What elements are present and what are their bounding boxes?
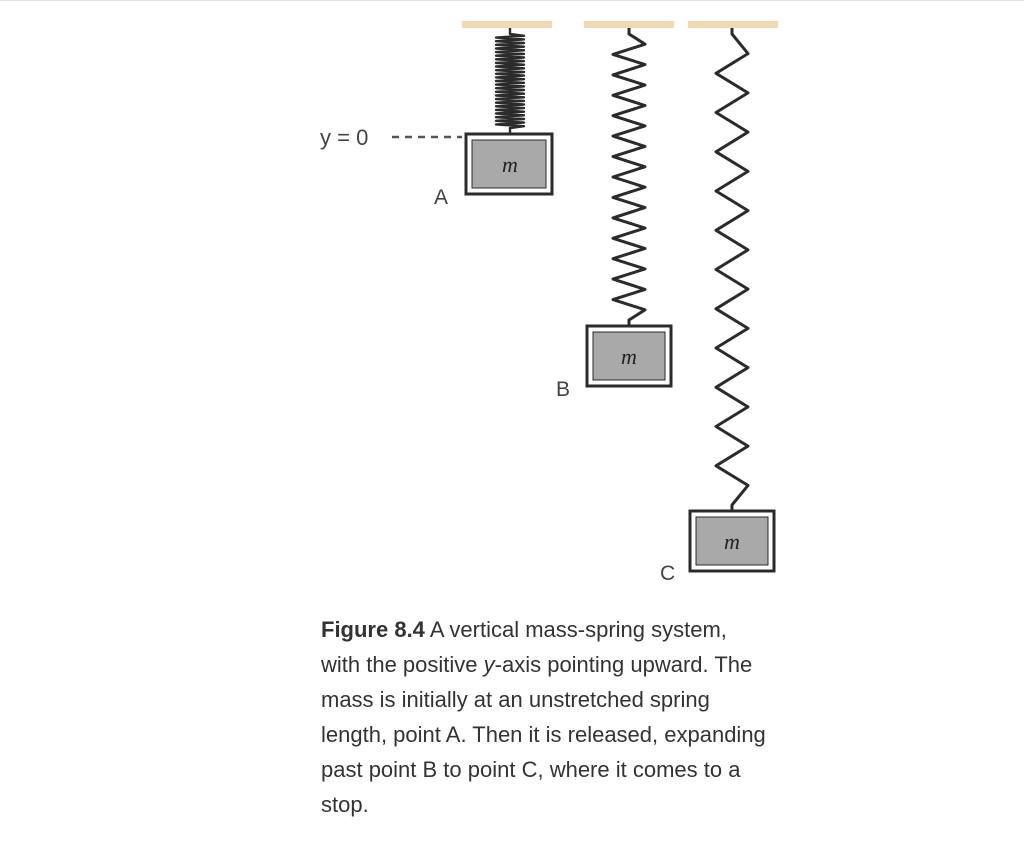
- spring-c: [714, 28, 750, 511]
- caption-axis-symbol: y: [483, 652, 495, 677]
- mass-block-b: m: [585, 324, 673, 388]
- ceiling-a: [462, 21, 552, 28]
- mass-spring-diagram: m m m y = 0 A B C: [320, 21, 778, 585]
- point-label-c: C: [660, 562, 675, 585]
- caption-text-1: A vertical mass-spring system, with the …: [321, 617, 727, 677]
- top-divider: [0, 0, 1024, 1]
- point-label-a: A: [434, 186, 448, 209]
- mass-block-c: m: [688, 509, 776, 573]
- mass-label-a: m: [502, 152, 518, 177]
- caption-text-2: -axis pointing upward. The mass is initi…: [321, 652, 766, 817]
- ceiling-b: [584, 21, 674, 28]
- point-label-b: B: [556, 378, 570, 401]
- mass-label-c: m: [724, 529, 740, 554]
- figure-label: Figure 8.4: [321, 617, 425, 642]
- mass-label-b: m: [621, 344, 637, 369]
- y-zero-label: y = 0: [320, 125, 368, 150]
- spring-b: [611, 28, 647, 326]
- spring-a: [494, 28, 526, 134]
- ceiling-c: [688, 21, 778, 28]
- mass-block-a: m: [464, 132, 554, 196]
- figure-caption: Figure 8.4 A vertical mass-spring system…: [321, 612, 771, 822]
